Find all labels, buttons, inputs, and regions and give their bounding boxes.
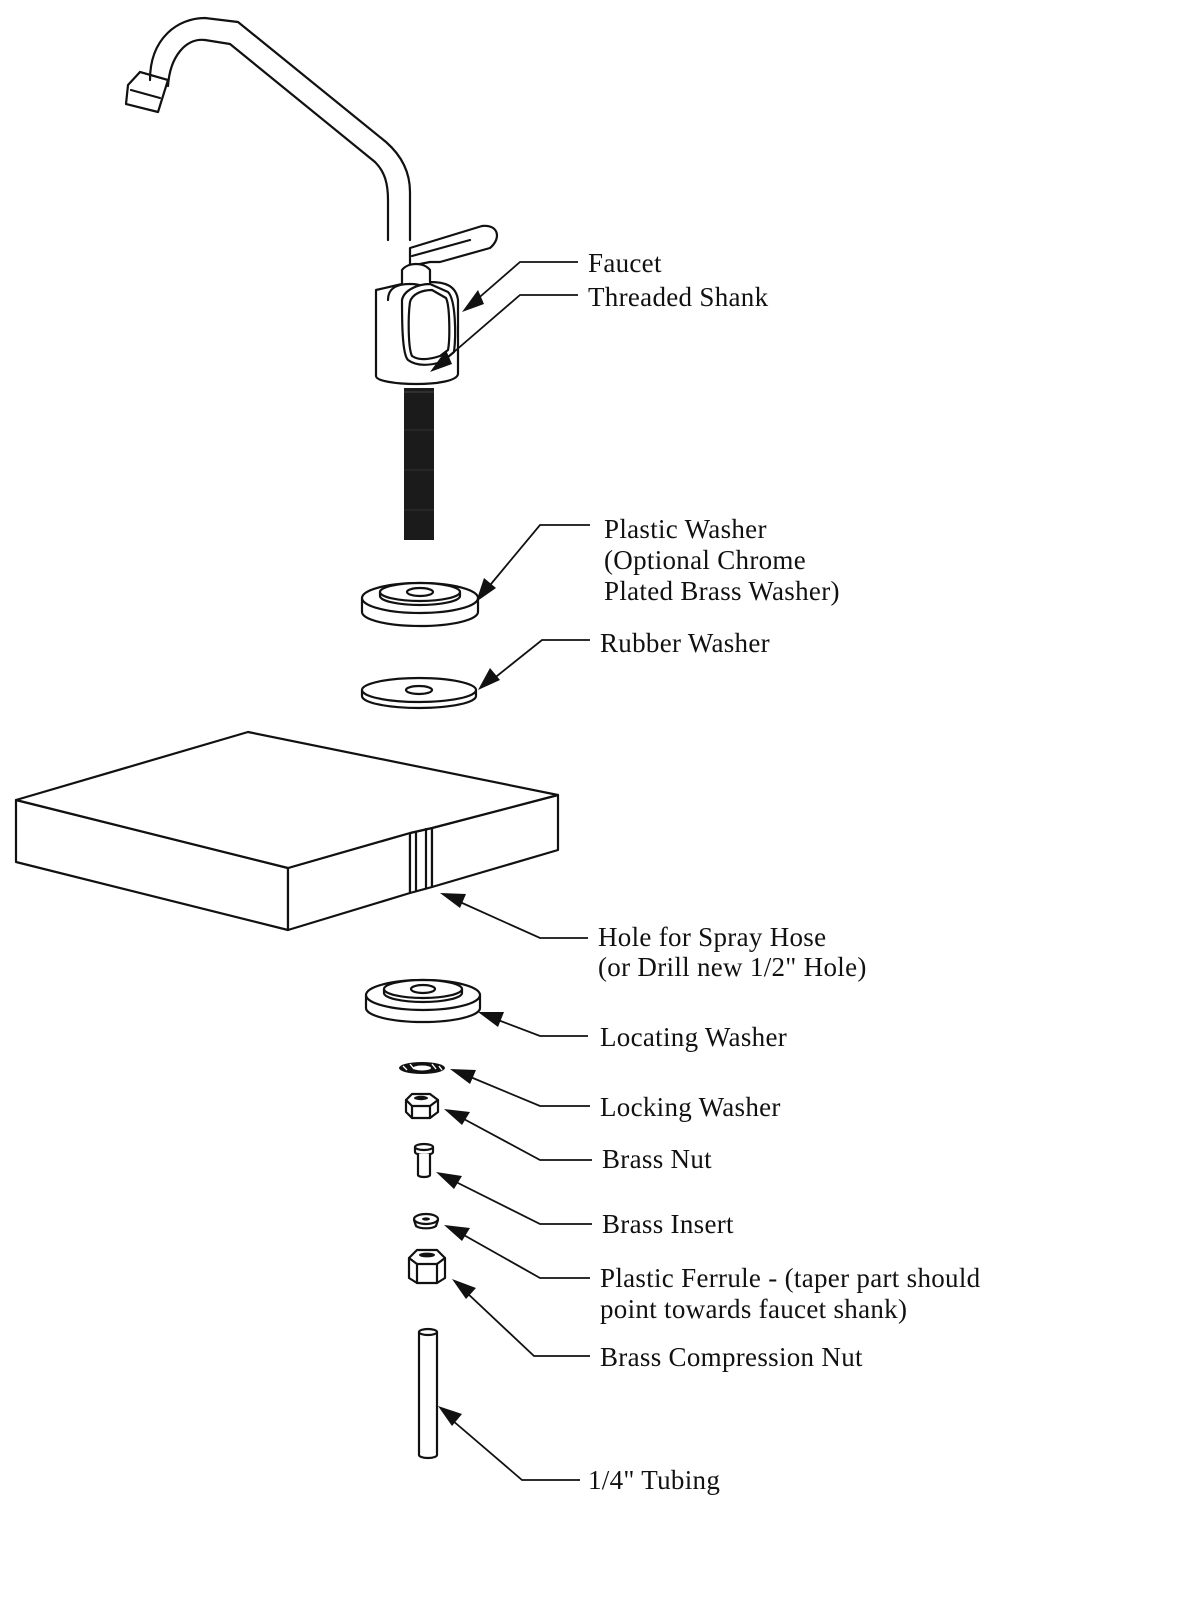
leader-compression-nut [452, 1279, 590, 1357]
locking-washer-drawing [399, 1062, 445, 1074]
lever-handle [408, 224, 499, 268]
leader-brass-nut [444, 1109, 592, 1161]
countertop-drawing [14, 730, 560, 932]
label-locking-washer: Locking Washer [600, 1092, 781, 1122]
spout-tube [148, 16, 412, 242]
leader-rubber-washer [478, 639, 590, 690]
label-brass-insert: Brass Insert [602, 1209, 734, 1239]
leader-locating-washer [478, 1012, 588, 1037]
label-rubber-washer: Rubber Washer [600, 628, 770, 658]
threaded-shank [404, 388, 434, 540]
brass-nut-drawing [404, 1092, 440, 1120]
label-tubing: 1/4" Tubing [588, 1465, 720, 1495]
label-plastic-ferrule: Plastic Ferrule - (taper part should [600, 1263, 981, 1293]
leader-brass-insert [436, 1172, 592, 1225]
faucet-drawing [124, 16, 499, 540]
leader-tubing [438, 1406, 580, 1481]
label-plastic-washer: Plastic Washer [604, 514, 767, 544]
label-plastic-washer-line2: (Optional Chrome [604, 545, 806, 575]
tubing-drawing [417, 1327, 439, 1460]
label-plastic-ferrule-line2: point towards faucet shank) [600, 1294, 907, 1324]
plastic-ferrule-drawing [412, 1212, 440, 1230]
leader-plastic-washer [476, 524, 590, 602]
plastic-washer-drawing [360, 581, 480, 628]
rubber-washer-drawing [360, 676, 478, 710]
label-locating-washer: Locating Washer [600, 1022, 787, 1052]
compression-nut-drawing [407, 1248, 447, 1285]
label-plastic-washer-line3: Plated Brass Washer) [604, 576, 840, 606]
leader-locking-washer [450, 1069, 590, 1107]
faucet-body [374, 262, 460, 386]
locating-washer-drawing [364, 978, 482, 1024]
leader-faucet [462, 261, 578, 312]
leader-hole [440, 893, 588, 939]
brass-insert-drawing [413, 1142, 435, 1179]
label-brass-nut: Brass Nut [602, 1144, 712, 1174]
leader-threaded-shank [430, 294, 578, 372]
label-threaded-shank: Threaded Shank [588, 282, 769, 312]
label-faucet: Faucet [588, 248, 662, 278]
label-hole-spray-hose-line2: (or Drill new 1/2" Hole) [598, 952, 867, 982]
spout-tip [124, 70, 170, 114]
label-hole-spray-hose: Hole for Spray Hose [598, 922, 826, 952]
leader-plastic-ferrule [444, 1225, 590, 1279]
label-compression-nut: Brass Compression Nut [600, 1342, 863, 1372]
